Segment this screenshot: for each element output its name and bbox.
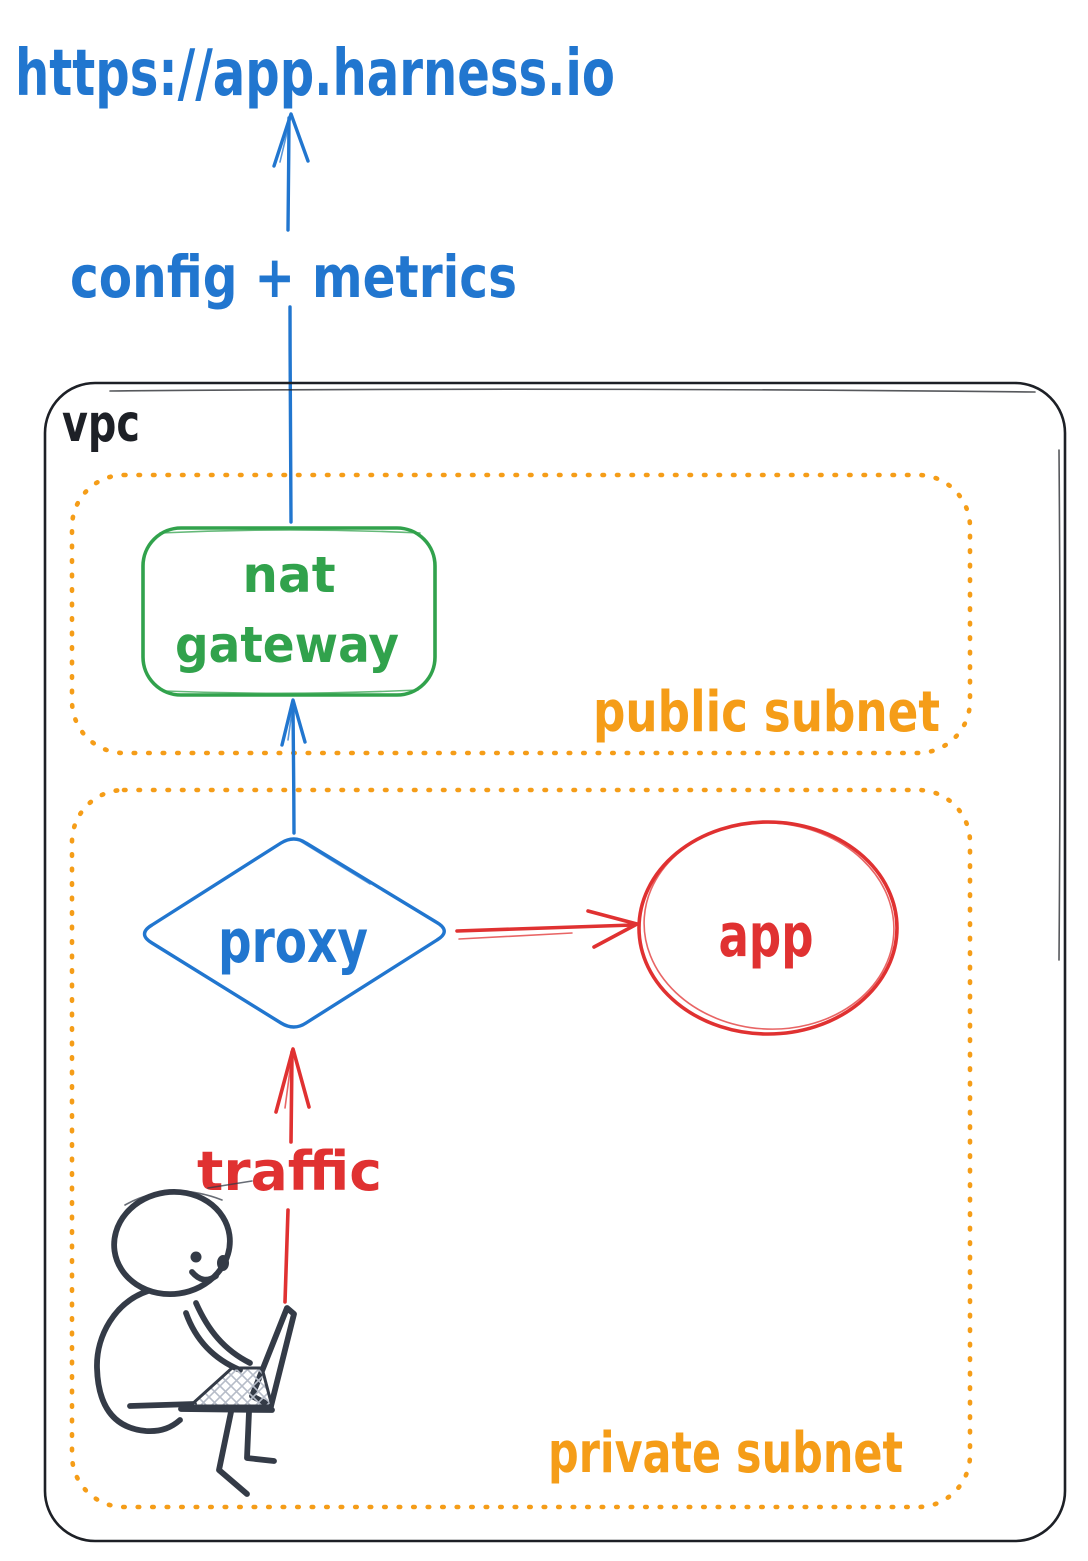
external-url-label: https://app.harness.io [15, 37, 615, 111]
vpc-box [43, 381, 1067, 1543]
user-body [94, 1288, 183, 1435]
config-metrics-label: config + metrics [70, 243, 517, 311]
arrow-traffic [274, 1047, 311, 1304]
user-ear [217, 1255, 229, 1271]
laptop-icon [178, 1305, 297, 1413]
user-smile [189, 1269, 219, 1283]
proxy-node: proxy [142, 837, 446, 1029]
public-subnet-label: public subnet [593, 680, 940, 745]
user-eye [190, 1251, 202, 1263]
arrow-proxy-to-nat [280, 698, 307, 835]
app-node: app [637, 820, 899, 1036]
user-figure [94, 1180, 297, 1497]
app-label: app [719, 901, 814, 971]
traffic-label: traffic [197, 1140, 382, 1203]
nat-gateway-label-line1: nat [242, 546, 335, 604]
vpc-label: vpc [62, 394, 140, 454]
arrow-proxy-to-app [455, 909, 639, 949]
laptop-base [178, 1406, 275, 1413]
nat-gateway-label-line2: gateway [175, 616, 399, 674]
user-legs [216, 1409, 250, 1497]
private-subnet-label: private subnet [548, 1421, 903, 1486]
arrow-nat-to-url [272, 112, 310, 524]
nat-gateway-node: nat gateway [141, 526, 437, 697]
laptop-keyboard [186, 1366, 274, 1408]
proxy-label: proxy [218, 907, 368, 977]
